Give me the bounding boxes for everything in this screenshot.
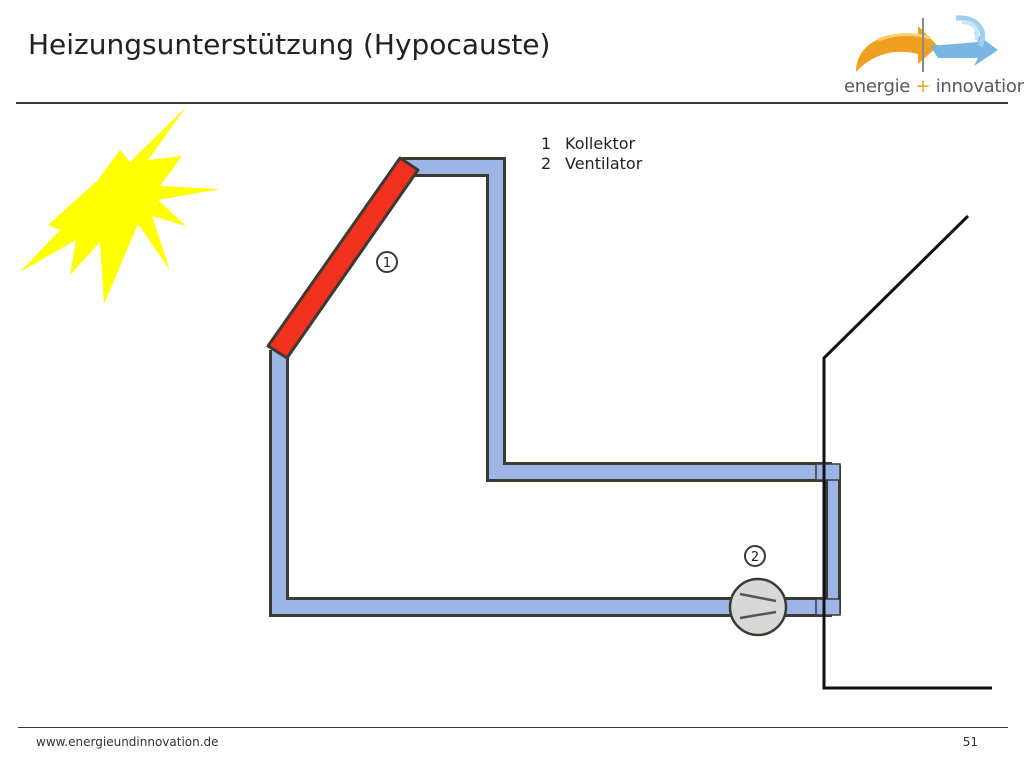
collector-marker: 1 xyxy=(376,251,398,273)
logo-wordmark: energie + innovation xyxy=(844,76,1024,97)
company-logo: energie + innovation xyxy=(838,12,1024,104)
duct-upper-right xyxy=(402,157,832,482)
logo-word-innovation: innovation xyxy=(935,76,1024,97)
logo-plus: + xyxy=(915,76,931,97)
legend-number: 2 xyxy=(541,154,552,173)
footer-divider xyxy=(18,727,1008,728)
legend-item-fan: 2 Ventilator xyxy=(541,154,642,174)
logo-arrows-icon xyxy=(856,15,998,72)
legend-label: Kollektor xyxy=(565,134,636,153)
fan-marker: 2 xyxy=(744,545,766,567)
collector-marker-label: 1 xyxy=(383,256,391,271)
legend-label: Ventilator xyxy=(565,154,643,173)
sun-icon xyxy=(20,107,220,304)
page-title: Heizungsunterstützung (Hypocauste) xyxy=(28,28,551,61)
legend-item-collector: 1 Kollektor xyxy=(541,134,642,154)
air-duct xyxy=(269,157,841,617)
logo-word-energie: energie xyxy=(844,76,911,97)
house-outline xyxy=(822,214,992,690)
collector xyxy=(266,156,420,360)
fan xyxy=(728,577,788,637)
legend-number: 1 xyxy=(541,134,552,153)
legend: 1 Kollektor 2 Ventilator xyxy=(541,134,642,174)
page-number: 51 xyxy=(962,735,978,749)
header-divider xyxy=(16,102,1008,104)
fan-marker-label: 2 xyxy=(751,550,759,565)
footer-url: www.energieundinnovation.de xyxy=(36,735,219,749)
